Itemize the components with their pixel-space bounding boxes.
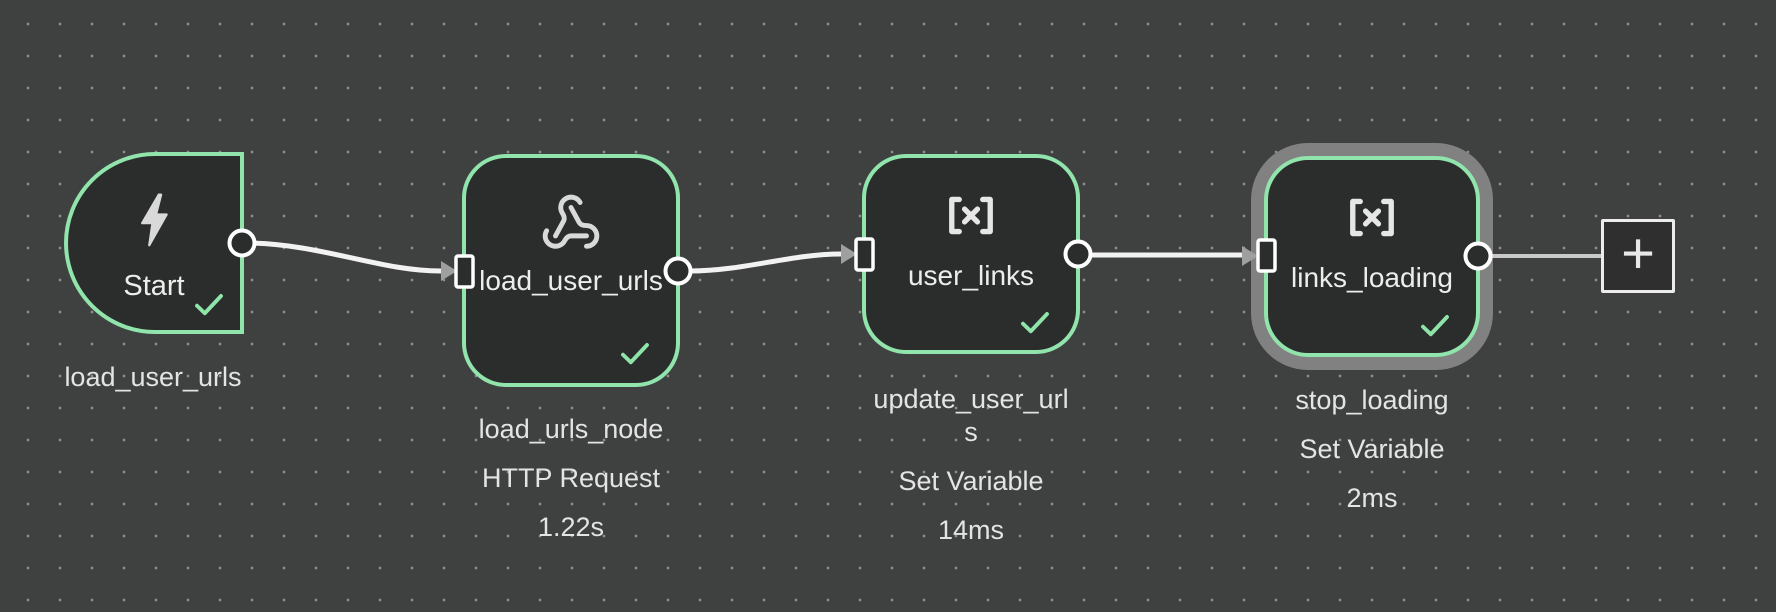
node-caption-time: 14ms — [937, 515, 1005, 545]
node-caption-name: load_urls_node — [478, 414, 664, 444]
variable-icon — [1350, 198, 1394, 237]
checkmark-icon — [1421, 315, 1449, 337]
node-caption-type: Set Variable — [1299, 434, 1445, 464]
node-caption: load_urls_node HTTP Request 1.22s — [441, 413, 701, 560]
node-caption: load_user_urls — [23, 361, 283, 410]
edge-connector[interactable] — [687, 251, 844, 274]
edge-connector[interactable] — [241, 240, 444, 274]
checkmark-icon — [1021, 312, 1049, 334]
node-title: user_links — [907, 260, 1035, 291]
node-caption-time: 1.22s — [537, 512, 605, 542]
edge-arrowhead-icon — [841, 244, 857, 264]
node-caption-name: update_user_urls — [873, 384, 1069, 447]
node-caption: update_user_urls Set Variable 14ms — [867, 383, 1075, 563]
node-start[interactable]: Start — [64, 152, 244, 334]
plus-icon: + — [1621, 221, 1655, 286]
node-title: load_user_urls — [479, 265, 663, 296]
webhook-icon — [542, 194, 600, 249]
node-caption-type: HTTP Request — [481, 463, 661, 493]
node-caption-time: 2ms — [1346, 483, 1398, 513]
variable-icon — [949, 196, 993, 235]
edge-arrowhead-icon — [441, 261, 457, 281]
node-caption-name: load_user_urls — [64, 362, 242, 392]
node-title: Start — [123, 270, 185, 302]
add-node-button[interactable]: + — [1601, 219, 1675, 293]
node-caption-name: stop_loading — [1295, 385, 1449, 415]
checkmark-icon — [621, 343, 649, 365]
node-title: links_loading — [1291, 262, 1453, 293]
node-load-user-urls[interactable]: load_user_urls — [462, 154, 680, 387]
node-links-loading[interactable]: links_loading — [1264, 156, 1480, 357]
node-user-links[interactable]: user_links — [862, 154, 1080, 354]
node-caption-type: Set Variable — [898, 466, 1044, 496]
lightning-icon — [141, 193, 168, 247]
checkmark-icon — [195, 294, 223, 316]
node-caption: stop_loading Set Variable 2ms — [1242, 384, 1502, 531]
